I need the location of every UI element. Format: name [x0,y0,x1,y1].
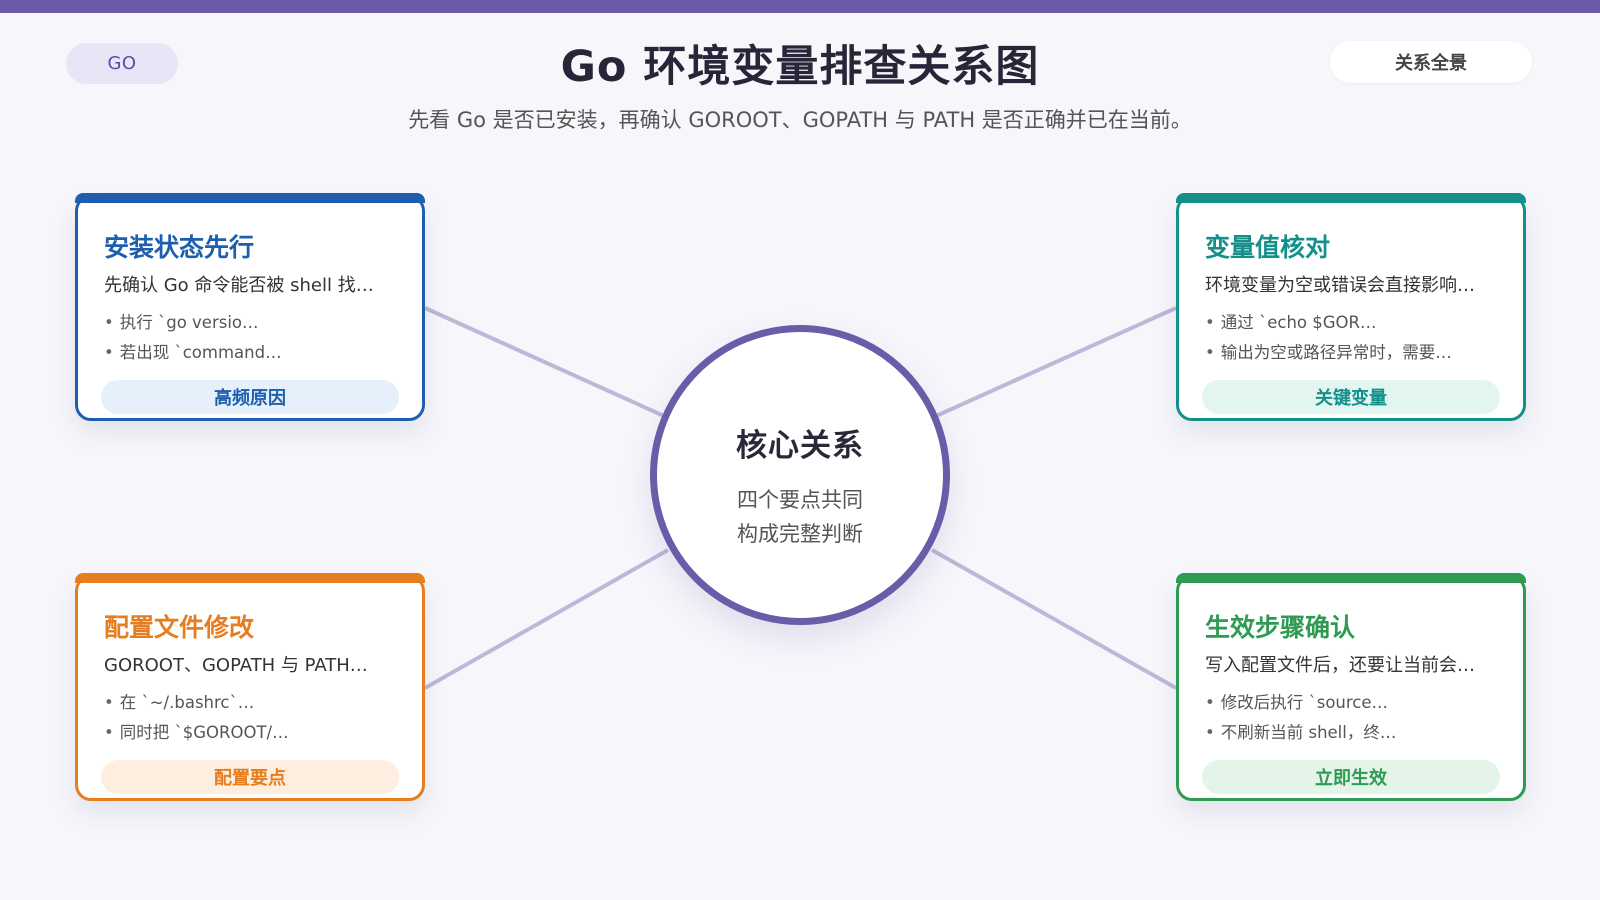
connector-bottom-right [931,548,1177,690]
card-description: 环境变量为空或错误会直接影响… [1205,275,1475,296]
card-tag: 配置要点 [101,760,399,794]
card-config-edit: 配置文件修改 GOROOT、GOPATH 与 PATH… 在 `~/.bashr… [75,573,425,801]
card-bullet: 同时把 `$GOROOT/… [104,721,289,751]
card-tag: 高频原因 [101,380,399,414]
card-description: GOROOT、GOPATH 与 PATH… [104,655,368,676]
card-title: 安装状态先行 [104,233,255,262]
card-cap [75,573,425,583]
card-bullet: 若出现 `command… [104,341,282,371]
card-install-status: 安装状态先行 先确认 Go 命令能否被 shell 找… 执行 `go vers… [75,193,425,421]
card-apply-confirm: 生效步骤确认 写入配置文件后，还要让当前会… 修改后执行 `source… 不刷… [1176,573,1526,801]
hub-line: 四个要点共同 [737,488,863,512]
card-bullet: 不刷新当前 shell，终… [1205,721,1397,751]
page-title: Go 环境变量排查关系图 [560,42,1040,92]
connector-top-right [935,306,1177,418]
card-description: 写入配置文件后，还要让当前会… [1205,655,1475,676]
card-bullets: 在 `~/.bashrc`… 同时把 `$GOROOT/… [104,691,289,751]
card-bullets: 执行 `go versio… 若出现 `command… [104,311,282,371]
card-bullet: 修改后执行 `source… [1205,691,1396,721]
card-cap [75,193,425,203]
connector-bottom-left [424,548,669,690]
card-tag: 立即生效 [1202,760,1500,794]
card-title: 生效步骤确认 [1205,613,1356,642]
card-bullet: 在 `~/.bashrc`… [104,691,289,721]
card-bullet: 输出为空或路径异常时，需要… [1205,341,1452,371]
core-hub: 核心关系 四个要点共同 构成完整判断 [650,325,950,625]
connector-top-left [424,306,665,418]
card-bullets: 修改后执行 `source… 不刷新当前 shell，终… [1205,691,1397,751]
card-cap [1176,573,1526,583]
hub-line: 构成完整判断 [737,522,863,546]
card-title: 配置文件修改 [104,613,255,642]
hub-title: 核心关系 [736,428,864,464]
card-variable-check: 变量值核对 环境变量为空或错误会直接影响… 通过 `echo $GOR… 输出为… [1176,193,1526,421]
card-bullet: 执行 `go versio… [104,311,282,341]
card-title: 变量值核对 [1205,233,1331,262]
top-accent-bar [0,0,1600,13]
card-description: 先确认 Go 命令能否被 shell 找… [104,275,374,296]
card-tag: 关键变量 [1202,380,1500,414]
go-badge: GO [66,43,178,84]
overview-button[interactable]: 关系全景 [1330,41,1532,83]
card-cap [1176,193,1526,203]
card-bullets: 通过 `echo $GOR… 输出为空或路径异常时，需要… [1205,311,1452,371]
card-bullet: 通过 `echo $GOR… [1205,311,1452,341]
page-subtitle: 先看 Go 是否已安装，再确认 GOROOT、GOPATH 与 PATH 是否正… [408,108,1192,132]
